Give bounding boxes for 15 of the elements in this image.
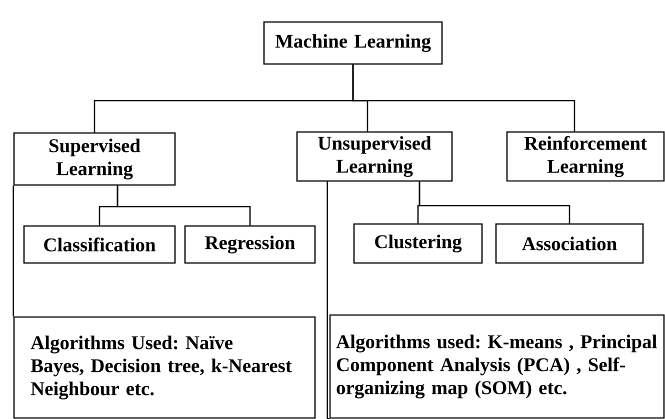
subcategory-box: Clustering: [353, 223, 483, 264]
connector-line: [116, 186, 251, 226]
subcategory-box: Association: [495, 223, 644, 264]
connector-line: [326, 182, 330, 419]
connector-line: [12, 186, 14, 316]
subcategory-box: Regression: [184, 225, 316, 264]
connector-line: [352, 64, 576, 132]
algorithms-box: Algorithms Used: Naïve Bayes, Decision tree, k-Nearest Neighbour etc.: [13, 316, 316, 419]
algorithms-box: Algorithms used: K-means , Principal Component Analysis (PCA) , Self-organizing map (SOM) etc.: [329, 314, 665, 419]
category-box: Supervised Learning: [13, 132, 176, 186]
category-box: Reinforcement Learning: [506, 131, 665, 182]
category-box: Machine Learning: [263, 21, 443, 65]
subcategory-box: Classification: [23, 225, 176, 264]
category-box: Unsupervised Learning: [296, 131, 453, 182]
connector-line: [418, 182, 570, 224]
